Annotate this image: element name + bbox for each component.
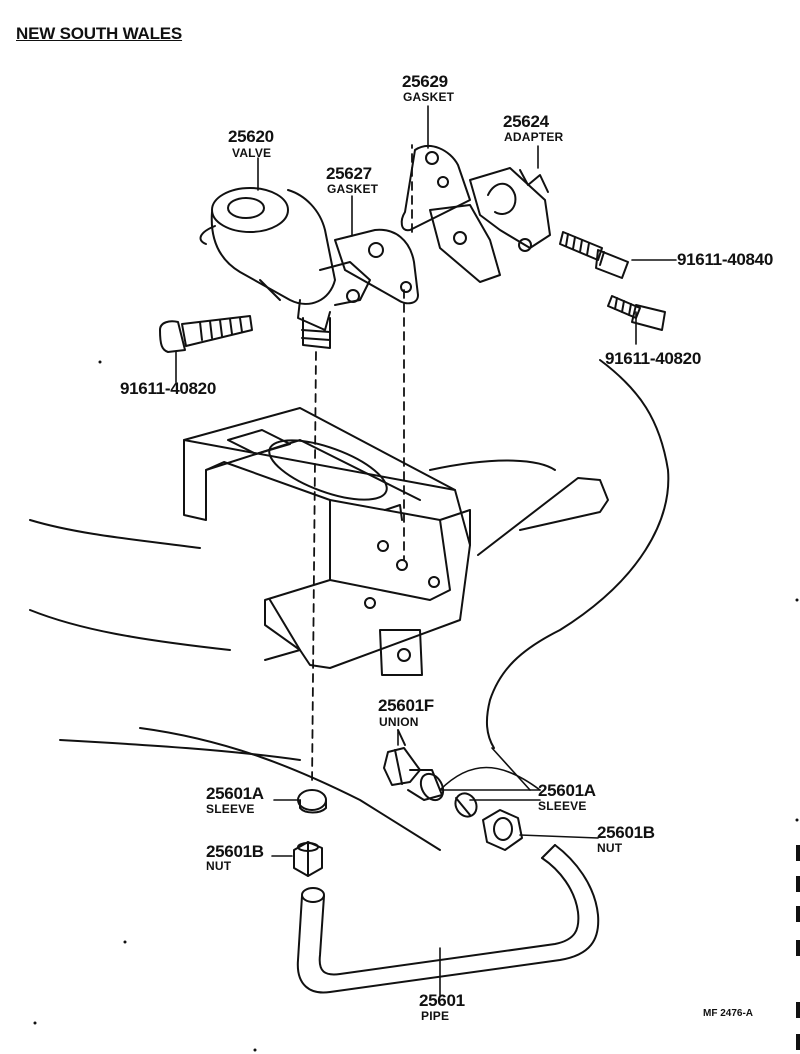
scan-edge-mark <box>796 1002 800 1018</box>
part-number-gasket-25629: 25629 <box>402 72 448 91</box>
scan-edge-mark <box>796 906 800 922</box>
sleeve-25601a-right-drawing <box>454 792 478 818</box>
valve-25620-drawing <box>199 187 371 349</box>
gasket-25627-drawing <box>334 228 419 305</box>
nut-25601b-left-drawing <box>293 841 323 877</box>
scan-edge-mark <box>796 1034 800 1050</box>
scan-edge-mark <box>796 940 800 956</box>
nut-25601b-right-drawing <box>482 809 523 851</box>
drawing-code: MF 2476-A <box>703 1008 754 1019</box>
part-name-valve: VALVE <box>232 146 272 160</box>
part-name-union: UNION <box>379 715 419 729</box>
part-number-valve: 25620 <box>228 127 274 146</box>
part-name-adapter: ADAPTER <box>504 130 564 144</box>
bolt-91611-40820-right-drawing <box>607 295 666 331</box>
part-name-sleeve-left: SLEEVE <box>206 802 255 816</box>
part-name-nut-left: NUT <box>206 859 232 873</box>
part-number-sleeve-left: 25601A <box>206 784 264 803</box>
part-number-bolt-40820-right: 91611-40820 <box>605 349 701 368</box>
diagram-title: NEW SOUTH WALES <box>16 24 183 43</box>
part-name-gasket-25627: GASKET <box>327 182 379 196</box>
scan-edge-mark <box>796 845 800 861</box>
part-number-bolt-40820-left: 91611-40820 <box>120 379 216 398</box>
part-name-pipe: PIPE <box>421 1009 450 1023</box>
gasket-25629-drawing <box>400 145 471 232</box>
part-number-pipe: 25601 <box>419 991 465 1010</box>
bolt-91611-40840-drawing <box>559 231 629 279</box>
part-number-nut-right: 25601B <box>597 823 655 842</box>
scan-specks <box>33 360 799 1052</box>
part-number-adapter: 25624 <box>503 112 549 131</box>
union-25601f-drawing <box>383 729 445 802</box>
part-number-bolt-40840: 91611-40840 <box>677 250 773 269</box>
adapter-25624-drawing <box>429 167 551 283</box>
scan-edge-mark <box>796 876 800 892</box>
assembly-dash-lines <box>311 144 413 786</box>
part-number-sleeve-right: 25601A <box>538 781 596 800</box>
part-number-gasket-25627: 25627 <box>326 164 372 183</box>
part-number-union: 25601F <box>378 696 434 715</box>
bolt-91611-40820-left-drawing <box>159 315 253 353</box>
part-number-nut-left: 25601B <box>206 842 264 861</box>
part-name-nut-right: NUT <box>597 841 623 855</box>
pipe-25601-drawing <box>296 844 600 994</box>
sleeve-25601a-left-drawing <box>297 789 327 814</box>
manifold-body-drawing <box>29 359 670 851</box>
part-name-gasket-25629: GASKET <box>403 90 455 104</box>
leader-lines <box>175 105 677 996</box>
part-name-sleeve-right: SLEEVE <box>538 799 587 813</box>
